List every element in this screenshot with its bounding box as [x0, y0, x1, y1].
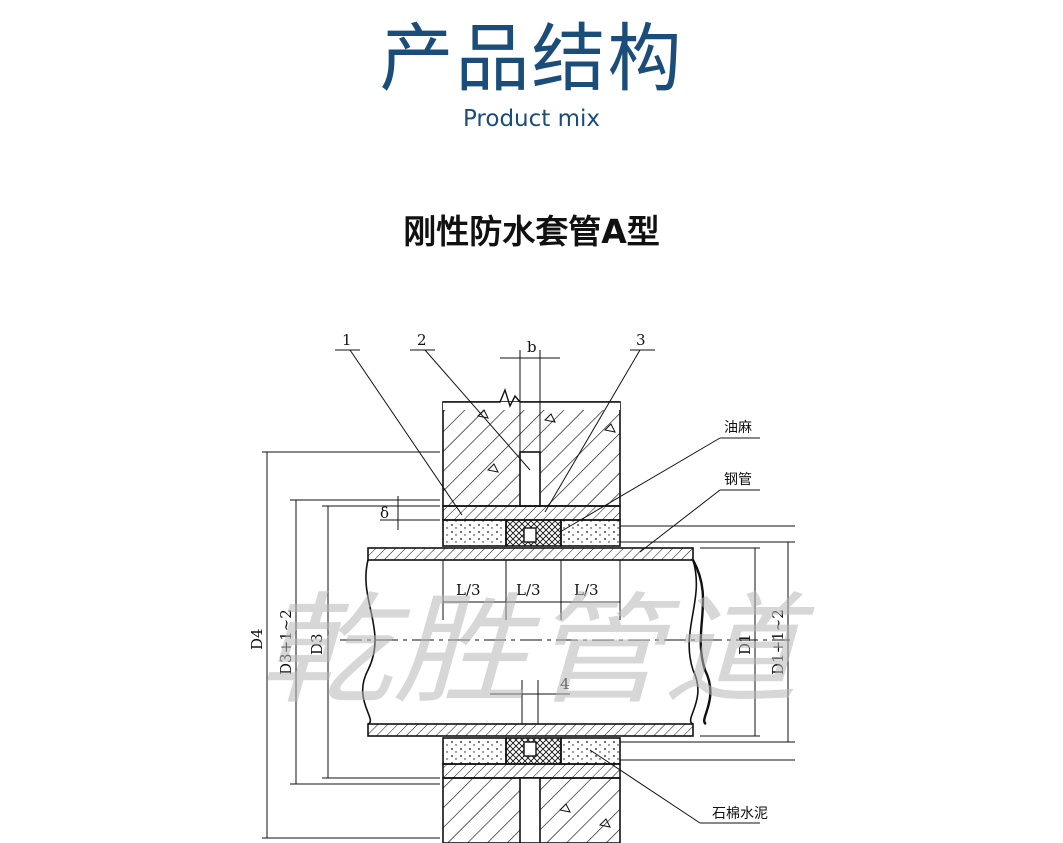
page-title: 产品结构: [379, 16, 684, 102]
dim-d4-label: D4: [248, 628, 266, 650]
dim-d3-12-label: D3+1~2: [277, 609, 295, 675]
leader-lines: [335, 349, 760, 824]
part-number-3: 3: [636, 331, 646, 349]
part-number-1: 1: [342, 331, 352, 349]
dim-l3-left: L/3: [456, 581, 481, 599]
dim-4-label: 4: [560, 675, 570, 693]
label-asbestos-cement: 石棉水泥: [712, 805, 768, 822]
dim-d1-12-label: D1+1~2: [769, 609, 787, 675]
part-number-2: 2: [417, 331, 427, 349]
label-oil-hemp: 油麻: [724, 420, 752, 436]
dim-d3-label: D3: [308, 633, 326, 655]
page-subtitle: Product mix: [462, 106, 601, 132]
dim-l3-right: L/3: [574, 581, 599, 599]
steel-pipe: [340, 547, 790, 737]
lower-wall: [442, 777, 621, 843]
dimension-lines: [262, 350, 795, 839]
dim-d1-label: D1: [736, 633, 754, 655]
sleeve-structure-diagram: 1 2 3 b δ L/3 L/3 L/3 4 D4 D3+1~2 D3 D1 …: [248, 331, 815, 843]
section-title: 刚性防水套管A型: [403, 212, 660, 251]
dim-b-label: b: [527, 338, 537, 356]
dim-l3-mid: L/3: [516, 581, 541, 599]
label-steel-pipe: 钢管: [724, 472, 752, 488]
upper-sleeve: [442, 505, 621, 547]
lower-sleeve: [442, 737, 621, 779]
watermark: 乾胜管道: [258, 582, 815, 721]
upper-flange: [519, 451, 541, 507]
dim-delta-label: δ: [380, 504, 389, 522]
